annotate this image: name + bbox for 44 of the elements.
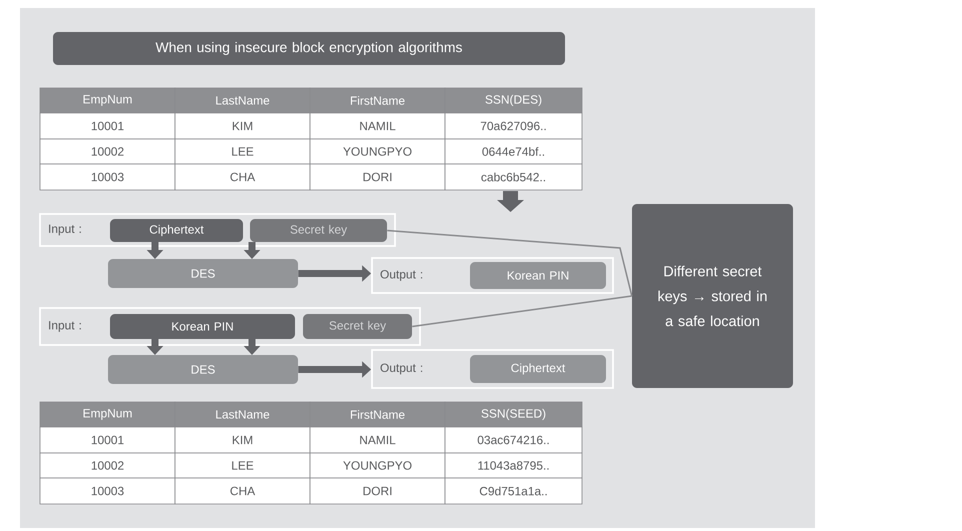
data-pill: Ciphertext (470, 354, 606, 383)
note-box: Different secret keys → stored in a safe location (632, 204, 793, 388)
table-cell: YOUNGPYO (310, 138, 446, 164)
data-pill: Ciphertext (110, 218, 243, 242)
table-cell: LEE (174, 138, 310, 164)
process-bar: DES (108, 354, 298, 384)
table-cell: 10002 (40, 452, 176, 478)
table-cell: KIM (174, 426, 310, 454)
key-pill: Secret key (303, 314, 412, 339)
table-cell: NAMIL (310, 112, 446, 140)
table-cell: 0644e74bf.. (444, 138, 582, 164)
table-cell: 10003 (40, 164, 176, 190)
table-header-cell: FirstName (310, 402, 446, 428)
table-cell: 10003 (40, 478, 176, 504)
table-cell: 10001 (40, 112, 176, 140)
table-cell: CHA (174, 164, 310, 190)
table-cell: LEE (174, 452, 310, 478)
table-cell: C9d751a1a.. (444, 478, 582, 504)
connector-line (387, 230, 633, 296)
table-cell: NAMIL (310, 426, 446, 454)
table-header-cell: LastName (174, 402, 310, 428)
table-header-cell: EmpNum (40, 88, 176, 114)
table-header-cell: SSN(DES) (444, 88, 582, 114)
table-cell: DORI (310, 164, 446, 190)
table-cell: DORI (310, 478, 446, 504)
table-cell: CHA (174, 478, 310, 504)
table-cell: 03ac674216.. (444, 426, 582, 454)
data-pill: Korean PIN (110, 314, 295, 339)
data-pill: Korean PIN (470, 262, 606, 289)
process-bar: DES (108, 258, 298, 288)
key-pill: Secret key (250, 218, 387, 242)
table-header-cell: SSN(SEED) (444, 402, 582, 428)
table-header-cell: FirstName (310, 88, 446, 114)
table-cell: YOUNGPYO (310, 452, 446, 478)
table-header-cell: EmpNum (40, 402, 176, 428)
table-cell: 10002 (40, 138, 176, 164)
table-cell: cabc6b542.. (444, 164, 582, 190)
table-cell: 70a627096.. (444, 112, 582, 140)
table-header-cell: LastName (174, 88, 310, 114)
table-cell: 10001 (40, 426, 176, 454)
table-cell: 11043a8795.. (444, 452, 582, 478)
table-cell: KIM (174, 112, 310, 140)
connector-line (412, 295, 632, 328)
title-band: When using insecure block encryption algorithms (53, 32, 565, 65)
